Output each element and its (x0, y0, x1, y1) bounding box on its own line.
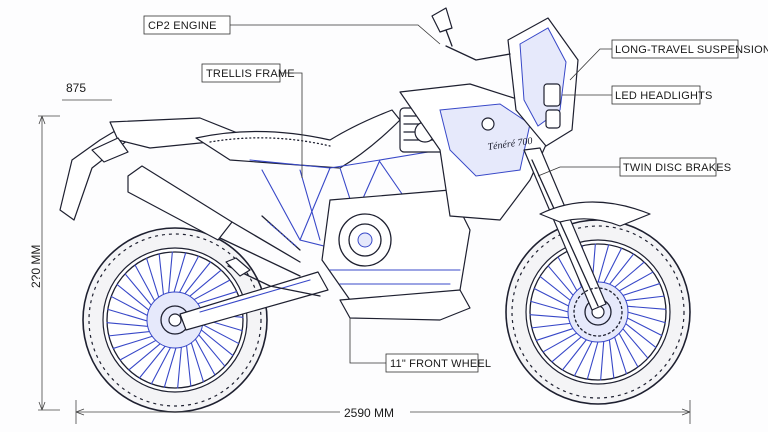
callout-brakes: TWIN DISC BRAKES (537, 157, 731, 177)
callout-engine-label: CP2 ENGINE (148, 20, 217, 32)
callout-suspension-label: LONG-TRAVEL SUSPENSION (615, 44, 768, 56)
callout-headlights-label: LED HEADLIGHTS (615, 90, 713, 102)
front-fender (539, 201, 651, 227)
callout-engine: CP2 ENGINE (143, 15, 441, 45)
handlebar (431, 7, 511, 61)
rear-wheel (82, 227, 268, 413)
callout-headlights: LED HEADLIGHTS (562, 85, 713, 105)
fairing (507, 17, 579, 147)
front-wheel (505, 219, 691, 405)
overall-height-label: 2?0 MM (29, 245, 43, 288)
front-forks (523, 147, 607, 311)
seat-height-label: 875 (66, 81, 86, 95)
seat-height-dimension: 875 (62, 81, 112, 101)
callout-wheel: 11" FRONT WHEEL (349, 318, 491, 373)
seat (195, 109, 401, 169)
callout-suspension: LONG-TRAVEL SUSPENSION (569, 39, 768, 81)
fuel-tank: Ténéré 700 (399, 83, 561, 221)
callout-wheel-label: 11" FRONT WHEEL (390, 358, 491, 370)
kickstand (225, 257, 321, 297)
engine (321, 107, 471, 321)
exhaust (127, 165, 301, 277)
callout-brakes-label: TWIN DISC BRAKES (623, 162, 731, 174)
callout-frame-label: TRELLIS FRAME (206, 68, 295, 80)
callout-frame: TRELLIS FRAME (201, 63, 303, 178)
height-dimension: 2?0 MM (29, 115, 60, 411)
front-brake-disc (573, 287, 623, 337)
length-dimension: 2590 MM (75, 400, 691, 424)
overall-length-label: 2590 MM (344, 406, 394, 420)
